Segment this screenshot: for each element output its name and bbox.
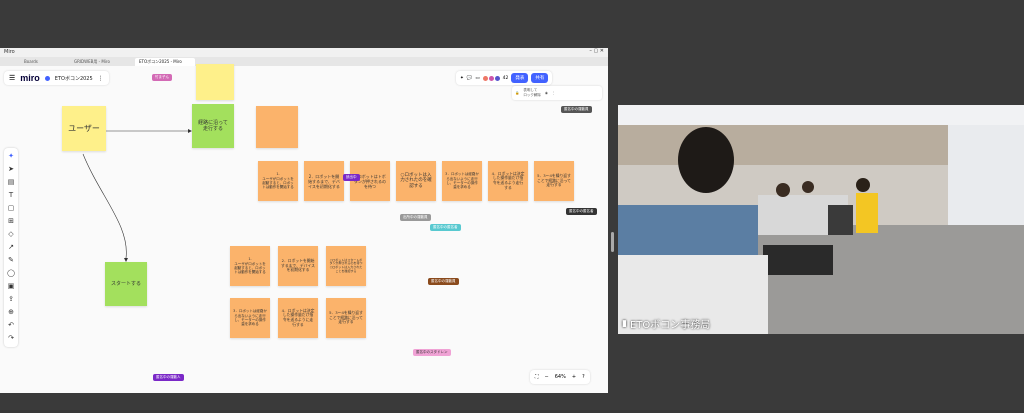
- zoom-out-icon[interactable]: −: [544, 374, 549, 380]
- sticky-r1-1[interactable]: 1. ユーザがロボットを起動すると、ロボットは動作を開始する: [258, 161, 298, 201]
- cursor-tag: 匿名中の運動員: [561, 106, 592, 113]
- chat-icon[interactable]: 💬: [466, 75, 473, 81]
- collaborator-count[interactable]: 42: [502, 75, 509, 81]
- title-bar: Miro – ▢ ✕: [0, 48, 608, 57]
- cursor-tag: 匿名中の運動員: [428, 278, 459, 285]
- templates-icon[interactable]: ▤: [7, 178, 15, 186]
- select-icon[interactable]: ➤: [8, 165, 14, 173]
- frame-tool-icon[interactable]: ▣: [7, 282, 15, 290]
- frame-icon[interactable]: ⊞: [8, 217, 14, 225]
- sticky-r2-3[interactable]: ○ロボットはスタートボタンが押されるのを待つ○ロボットは入力されたことを確認する: [326, 246, 366, 286]
- video-label: ▮ ETOボコン事務局: [622, 316, 711, 332]
- shapes-icon[interactable]: ◇: [8, 230, 14, 238]
- board-icon: [44, 75, 50, 81]
- text-icon[interactable]: T: [8, 191, 14, 199]
- miro-logo: miro: [20, 73, 40, 83]
- connector-user-start: [82, 153, 127, 259]
- sticky-r2-2[interactable]: 2．ロボットを開始するまで、デバイスを初期化する: [278, 246, 318, 286]
- right-toolbar: ✦ 💬 ▭ 42 発表 共有: [456, 71, 553, 85]
- sticky-r2-6[interactable]: 5．3～4を繰り返すことで経路に沿って走行する: [326, 298, 366, 338]
- more-tools-icon[interactable]: ⊕: [8, 308, 14, 316]
- board-header: ☰ miro ETOボコン2025 ⋮: [4, 71, 109, 85]
- more-icon[interactable]: ⋮: [97, 74, 104, 82]
- fit-icon[interactable]: ⛶: [535, 374, 539, 380]
- connectors: [82, 129, 192, 262]
- redo-icon[interactable]: ↷: [8, 334, 14, 342]
- share-button[interactable]: 共有: [531, 73, 549, 83]
- sticky-r2-5[interactable]: 4．ロボットは決定した操作量だけ指令を送るように走行する: [278, 298, 318, 338]
- sticky-r1-4[interactable]: ○ロボットは入力されたのを確認する: [396, 161, 436, 201]
- menu-icon[interactable]: ☰: [9, 74, 16, 82]
- sticky-r1-3[interactable]: ○ロボットはトボタンが押されるのを待つ: [350, 161, 390, 201]
- participant-name: ETOボコン事務局: [629, 320, 711, 331]
- sticky-follow-path[interactable]: 経路に沿って 走行する: [192, 104, 234, 148]
- tab-gridweb[interactable]: GRIDWEB用 - Miro: [74, 59, 110, 64]
- tab-bar: Boards GRIDWEB用 - Miro ETOボコン2025 - Miro: [0, 57, 608, 66]
- comment-icon[interactable]: ◯: [7, 269, 15, 277]
- cursor-tag: 匿名中の匿名者: [430, 224, 461, 231]
- zoom-controls: ⛶ − 64% + ?: [530, 370, 590, 384]
- tab-boards[interactable]: Boards: [24, 59, 38, 64]
- sticky-r2-1[interactable]: 1. ユーザがロボットを起動すると、ロボットは動作を開始する: [230, 246, 270, 286]
- sticky-top-yellow[interactable]: [196, 64, 234, 100]
- help-icon[interactable]: ?: [582, 374, 585, 380]
- video-icon[interactable]: ▭: [475, 75, 480, 81]
- video-feed: ▮ ETOボコン事務局: [618, 105, 1024, 334]
- reactions-icon[interactable]: ✦: [460, 75, 464, 81]
- sticky-orange-top[interactable]: [256, 106, 298, 148]
- eye-icon[interactable]: ◉: [544, 91, 548, 95]
- cursor-tag: 匿名中の運動人: [153, 374, 184, 381]
- pen-icon[interactable]: ✎: [8, 256, 14, 264]
- sticky-note-icon[interactable]: ▢: [7, 204, 15, 212]
- arrowhead: [188, 129, 192, 133]
- window-title: Miro: [4, 49, 15, 55]
- sticky-r1-5[interactable]: 3．ロボットは経路から出ないように走行し、モーターの操作量を求める: [442, 161, 482, 201]
- arrowhead: [124, 258, 128, 262]
- zoom-level[interactable]: 64%: [554, 374, 566, 380]
- lock-note: 表明して ロック解除: [523, 88, 541, 97]
- video-scene: [618, 105, 1024, 334]
- undo-icon[interactable]: ↶: [8, 321, 14, 329]
- more-icon[interactable]: ⋮: [551, 91, 556, 95]
- zoom-in-icon[interactable]: +: [571, 374, 577, 380]
- cursor-tag: 出所中の運動員: [400, 214, 431, 221]
- avatars[interactable]: [482, 75, 500, 81]
- cursor-tag: 匿名中の匿名者: [566, 208, 597, 215]
- signal-icon: ▮: [622, 318, 627, 329]
- tab-etobocon[interactable]: ETOボコン2025 - Miro: [135, 58, 195, 66]
- sticky-user[interactable]: ユーザー: [62, 106, 106, 151]
- present-button[interactable]: 発表: [511, 73, 529, 83]
- cursor-tag: 読出中: [343, 174, 360, 181]
- window-controls[interactable]: – ▢ ✕: [589, 48, 604, 54]
- connector-icon[interactable]: ↗: [8, 243, 14, 251]
- browser-window: Miro – ▢ ✕ Boards GRIDWEB用 - Miro ETOボコン…: [0, 48, 608, 393]
- upload-icon[interactable]: ⇪: [8, 295, 14, 303]
- board-name[interactable]: ETOボコン2025: [54, 75, 93, 82]
- sticky-r1-7[interactable]: 5．3～4を繰り返すことで経路に沿って走行する: [534, 161, 574, 201]
- sticky-r1-6[interactable]: 4．ロボットは決定した操作量だけ指令を送るよう走行する: [488, 161, 528, 201]
- board-canvas[interactable]: ☰ miro ETOボコン2025 ⋮ ✦ 💬 ▭ 42 発表 共有 🔒 表明し…: [0, 64, 608, 393]
- sticky-r2-4[interactable]: 3．ロボットは経路から出ないように走行し、モーターの操作量を求める: [230, 298, 270, 338]
- left-toolbar: ✦ ➤ ▤ T ▢ ⊞ ◇ ↗ ✎ ◯ ▣ ⇪ ⊕ ↶ ↷: [4, 148, 18, 347]
- ai-icon[interactable]: ✦: [8, 152, 14, 160]
- lock-panel: 🔒 表明して ロック解除 ◉ ⋮: [512, 86, 602, 100]
- lock-icon[interactable]: 🔒: [515, 91, 520, 95]
- cursor-tag: 竹ま子ん: [152, 74, 172, 81]
- sticky-start[interactable]: スタートする: [105, 262, 147, 306]
- split-handle[interactable]: [611, 232, 614, 252]
- cursor-tag: 匿名中のスタドレン: [413, 349, 451, 356]
- sticky-r1-2[interactable]: 2．ロボットを開始するまで、デバイスを初期化する: [304, 161, 344, 201]
